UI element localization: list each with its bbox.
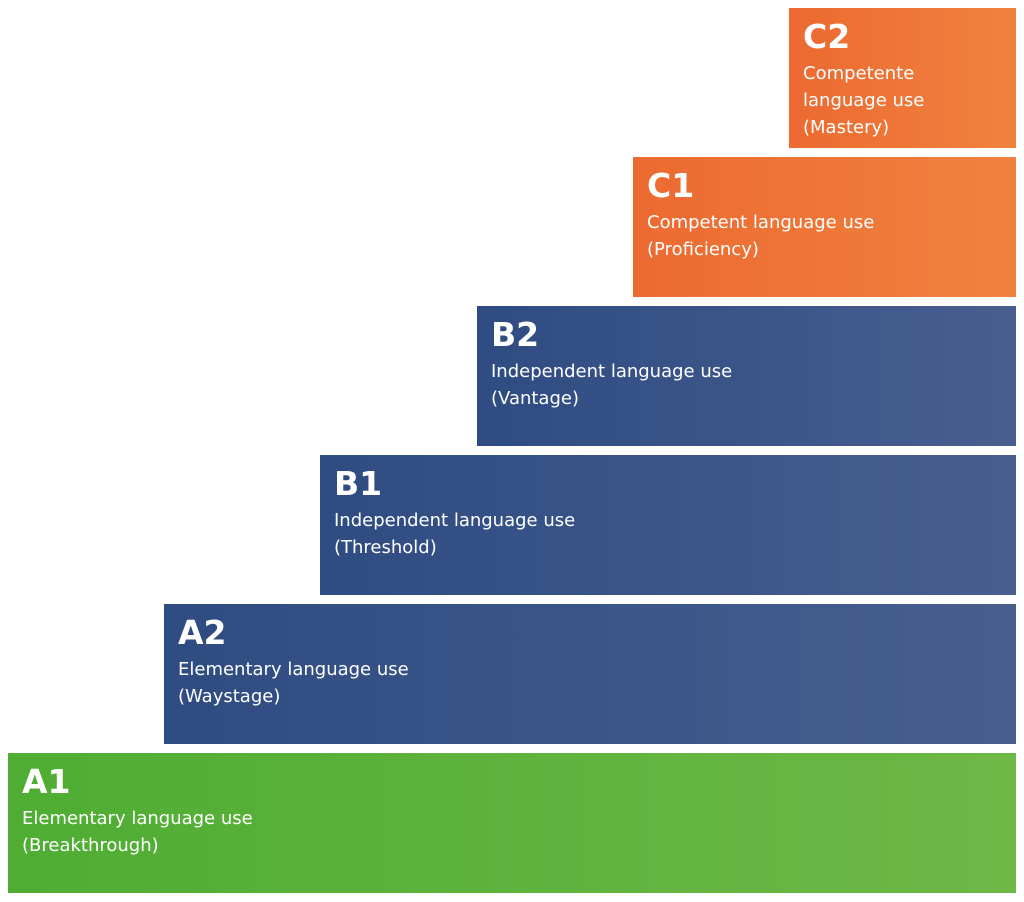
level-code: C1 <box>647 166 695 205</box>
level-stage-name: (Mastery) <box>803 117 890 138</box>
level-description-line: language use <box>803 90 925 111</box>
level-stage-name: (Threshold) <box>334 537 437 558</box>
level-description-line: Independent language use <box>491 361 733 382</box>
level-stage-name: (Vantage) <box>491 388 579 409</box>
level-description: Competente language use (Mastery) <box>803 60 1002 141</box>
level-code: C2 <box>803 17 851 56</box>
level-description-line: Independent language use <box>334 510 576 531</box>
level-description-line: Competente <box>803 63 915 84</box>
level-description: Independent language use (Threshold) <box>334 507 1002 561</box>
level-stage-name: (Waystage) <box>178 686 281 707</box>
level-description: Elementary language use (Breakthrough) <box>22 805 1002 859</box>
level-code: B2 <box>491 315 540 354</box>
level-code: B1 <box>334 464 383 503</box>
level-code: A1 <box>22 762 71 801</box>
level-description-line: Competent language use <box>647 212 875 233</box>
level-b1-block: B1 Independent language use (Threshold) <box>320 455 1016 595</box>
level-a2-block: A2 Elementary language use (Waystage) <box>164 604 1016 744</box>
level-stage-name: (Breakthrough) <box>22 835 159 856</box>
level-b2-block: B2 Independent language use (Vantage) <box>477 306 1016 446</box>
level-description: Elementary language use (Waystage) <box>178 656 1002 710</box>
level-description: Independent language use (Vantage) <box>491 358 1002 412</box>
level-description-line: Elementary language use <box>178 659 409 680</box>
level-stage-name: (Proficiency) <box>647 239 759 260</box>
level-a1-block: A1 Elementary language use (Breakthrough… <box>8 753 1016 893</box>
level-c2-block: C2 Competente language use (Mastery) <box>789 8 1016 148</box>
level-description-line: Elementary language use <box>22 808 253 829</box>
level-code: A2 <box>178 613 227 652</box>
level-description: Competent language use (Proficiency) <box>647 209 1002 263</box>
level-c1-block: C1 Competent language use (Proficiency) <box>633 157 1016 297</box>
